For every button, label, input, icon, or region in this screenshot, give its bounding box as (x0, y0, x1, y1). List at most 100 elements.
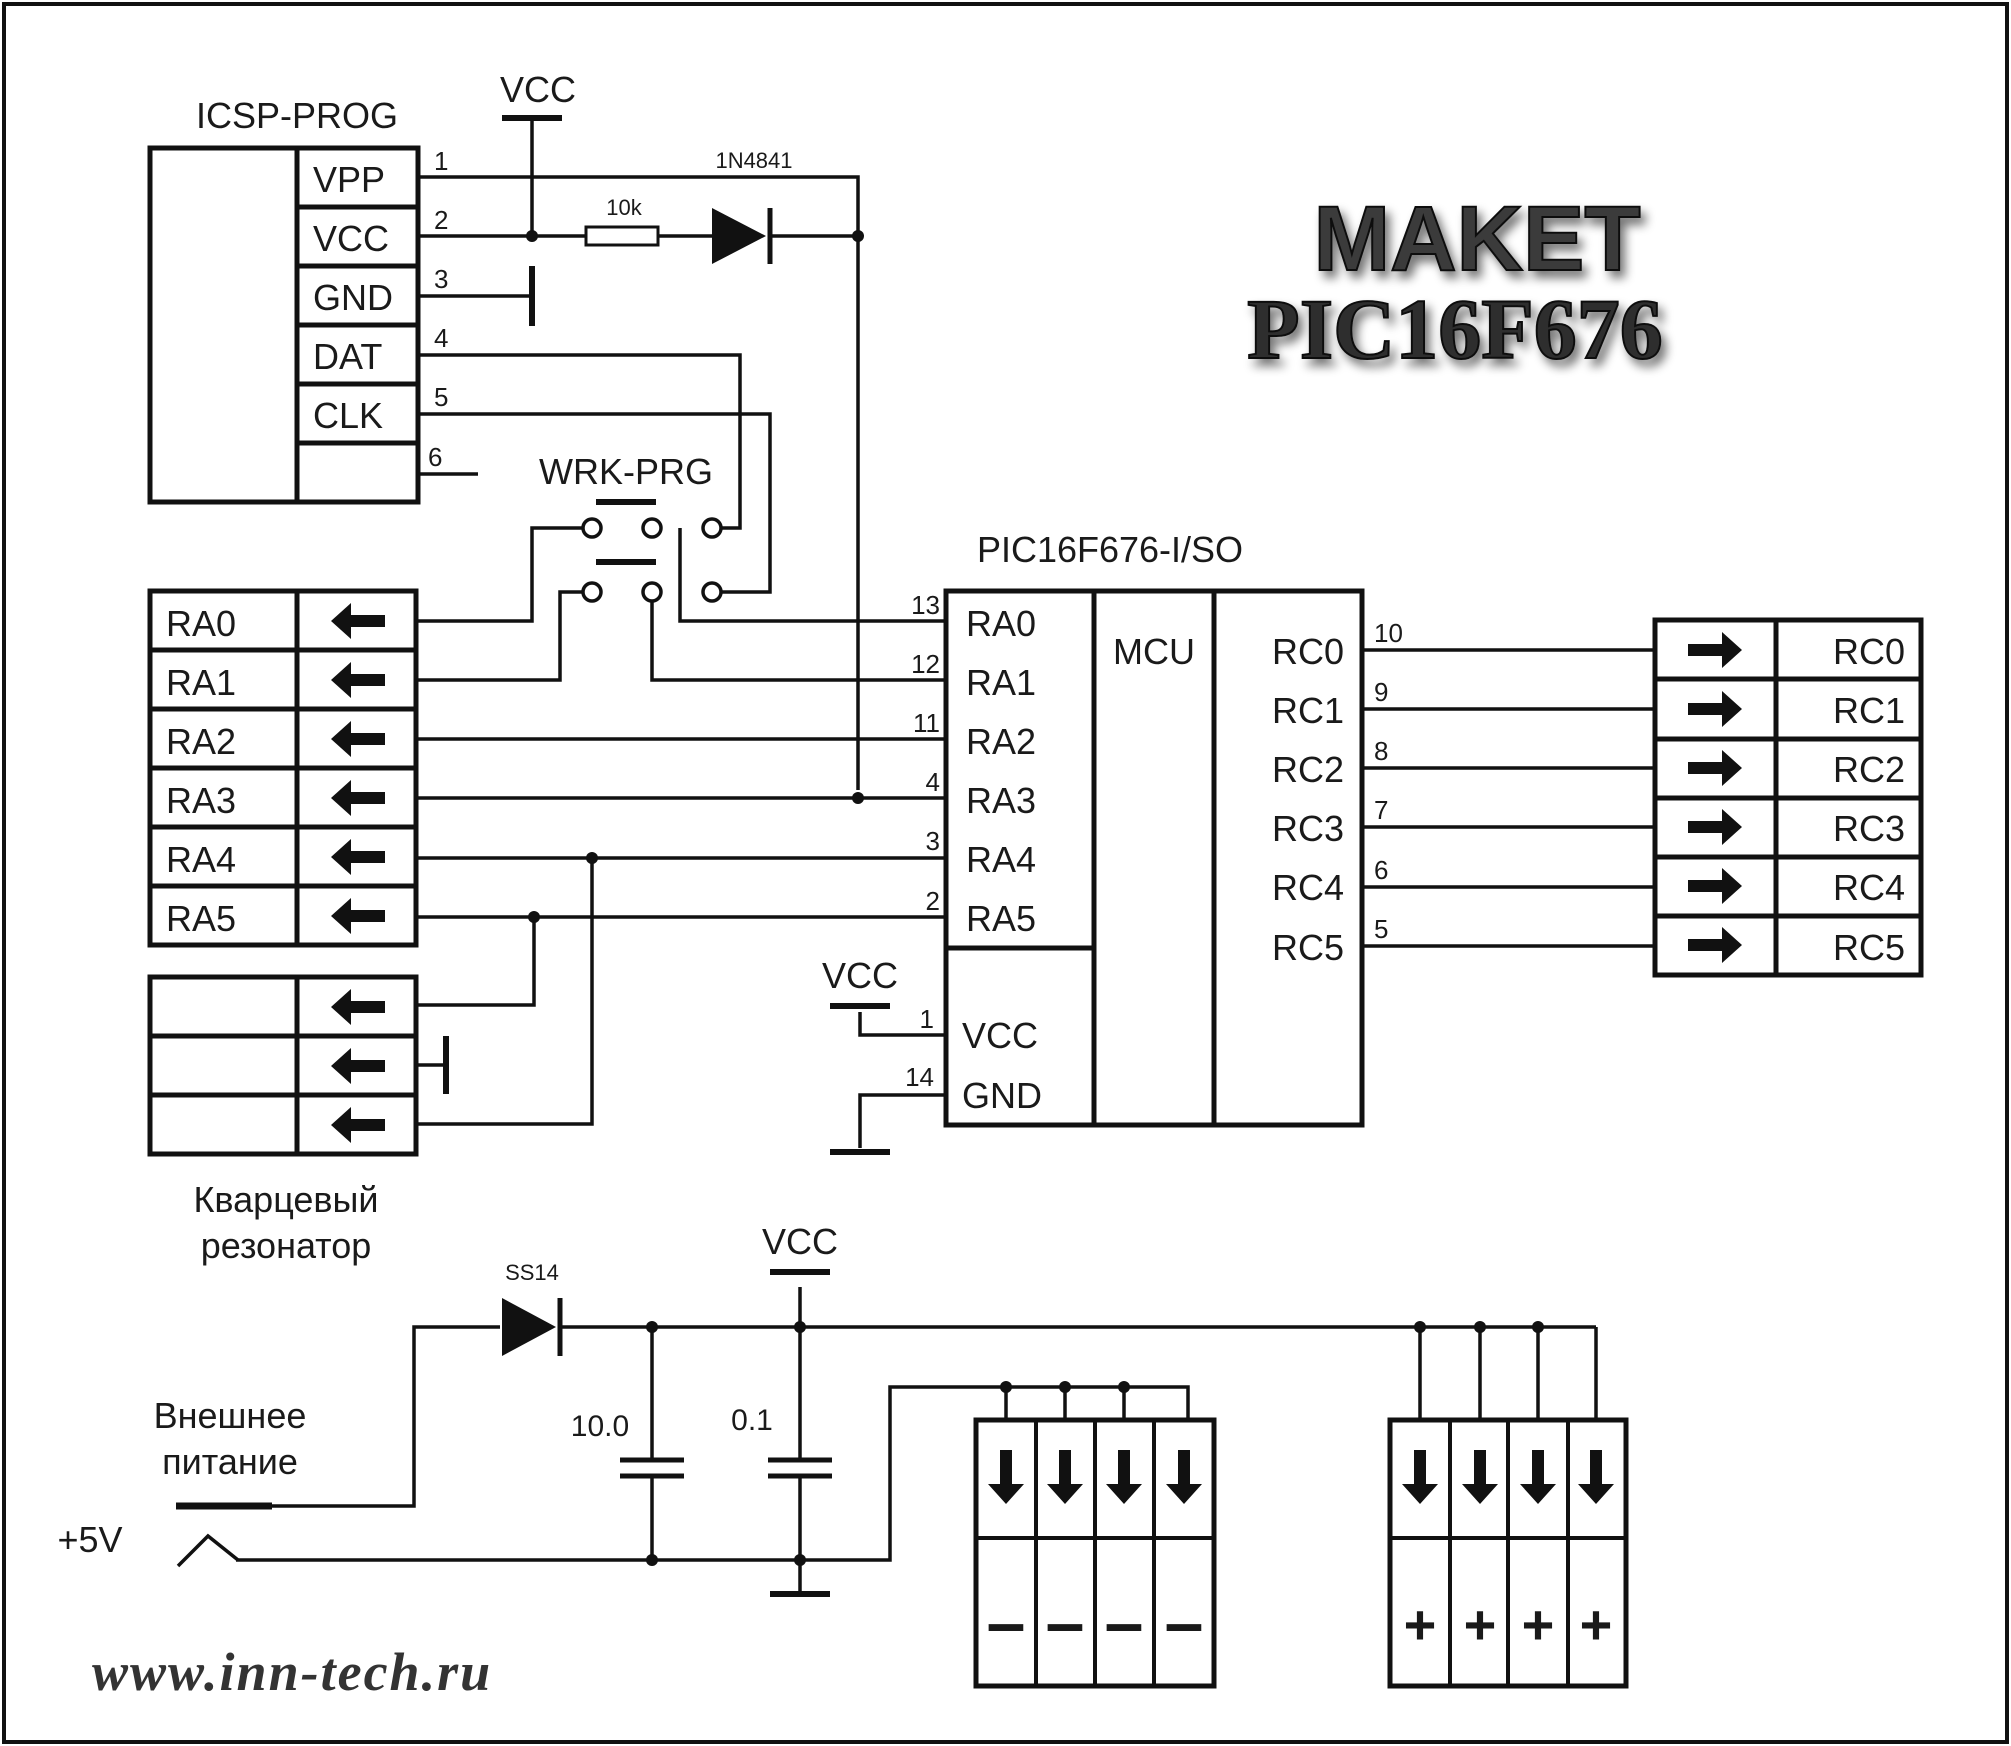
ra-connector: RA0 RA1 RA2 RA3 RA4 RA5 (147, 588, 419, 948)
rc-connector-label: RC0 (1833, 631, 1905, 672)
icsp-pin-label: VPP (313, 159, 385, 200)
junction-dot (794, 1554, 806, 1566)
minus-sign: – (1046, 1583, 1085, 1661)
mcu-ra-label: RA2 (966, 721, 1036, 762)
crystal-label-line1: Кварцевый (193, 1179, 378, 1220)
arrow-right-icon (1688, 868, 1742, 904)
wire-switch-mcu-ra1 (650, 592, 946, 682)
plus-sign: + (1464, 1593, 1497, 1656)
pin-number: 14 (905, 1062, 934, 1092)
ext-power-voltage: +5V (57, 1519, 122, 1560)
mcu-rc-label: RC4 (1272, 867, 1344, 908)
rc-connector-label: RC5 (1833, 927, 1905, 968)
wrk-prg-switch (581, 499, 723, 603)
arrow-right-icon (1688, 927, 1742, 963)
vcc-label-top: VCC (500, 69, 576, 110)
junction-dot (1414, 1321, 1426, 1333)
mcu-pin-numbers: 13 12 11 4 3 2 1 14 10 9 8 7 6 5 (905, 590, 1403, 1092)
vcc-label-power: VCC (762, 1221, 838, 1262)
pin-number: 7 (1374, 795, 1388, 825)
arrow-down-icon (1578, 1450, 1614, 1504)
icsp-connector: VPP VCC GND DAT CLK (147, 145, 421, 505)
pin-number: 6 (428, 442, 442, 472)
switch-label: WRK-PRG (539, 451, 713, 492)
plus-rail-block: + + + + (1387, 1417, 1629, 1689)
website-url: www.inn-tech.ru (92, 1642, 492, 1702)
junction-dot (526, 230, 538, 242)
mcu-ra-label: RA4 (966, 839, 1036, 880)
title-block: MAKET PIC16F676 (1246, 187, 1664, 378)
icsp-header: ICSP-PROG (196, 95, 398, 136)
wire-crystal1 (416, 917, 536, 1007)
ra-connector-label: RA2 (166, 721, 236, 762)
pin-number: 6 (1374, 855, 1388, 885)
mcu-rc-label: RC1 (1272, 690, 1344, 731)
pin-number: 1 (920, 1004, 934, 1034)
wire-clk (418, 412, 772, 594)
ra-connector-label: RA5 (166, 898, 236, 939)
junction-dot (1059, 1381, 1071, 1393)
mcu-power-label: GND (962, 1075, 1042, 1116)
arrow-left-icon (331, 721, 385, 757)
rc-connector-label: RC4 (1833, 867, 1905, 908)
wire-switch-mcu-ra0 (678, 528, 946, 623)
icsp-pin-label: GND (313, 277, 393, 318)
wire-gnd-rail (236, 1385, 1190, 1562)
mcu-ra-label: RA1 (966, 662, 1036, 703)
junction-dot (1474, 1321, 1486, 1333)
arrow-left-icon (331, 780, 385, 816)
crystal-label-line2: резонатор (201, 1225, 372, 1266)
rc-connector-label: RC2 (1833, 749, 1905, 790)
junction-dot (852, 792, 864, 804)
arrow-right-icon (1688, 809, 1742, 845)
pin-number: 3 (434, 264, 448, 294)
ra-connector-label: RA0 (166, 603, 236, 644)
pin-number: 4 (434, 323, 448, 353)
mcu-rc-label: RC2 (1272, 749, 1344, 790)
arrow-left-icon (331, 1048, 385, 1084)
wire-ext-plus (272, 1325, 500, 1508)
plus-sign: + (1522, 1593, 1555, 1656)
mcu-core-label: MCU (1113, 631, 1195, 672)
pin-number: 2 (926, 886, 940, 916)
junction-dot (1000, 1381, 1012, 1393)
wires (236, 117, 1655, 1592)
junction-dot (646, 1554, 658, 1566)
vcc-label-mcu: VCC (822, 955, 898, 996)
rc-connector: RC0 RC1 RC2 RC3 RC4 RC5 (1652, 617, 1924, 978)
pin-number: 10 (1374, 618, 1403, 648)
capacitor-01-label: 0.1 (731, 1404, 773, 1437)
arrow-down-icon (1106, 1450, 1142, 1504)
junction-dot (1532, 1321, 1544, 1333)
mcu-power-label: VCC (962, 1015, 1038, 1056)
mcu-name: PIC16F676-I/SO (977, 529, 1243, 570)
arrow-left-icon (331, 839, 385, 875)
minus-sign: – (987, 1583, 1026, 1661)
icsp-pin-label: CLK (313, 395, 383, 436)
diode-1n4841 (712, 208, 773, 264)
ext-power-label-line1: Внешнее (154, 1395, 307, 1436)
plus-sign: + (1404, 1593, 1437, 1656)
wire-crystal3 (416, 858, 594, 1126)
mcu-rc-label: RC5 (1272, 927, 1344, 968)
power-symbols (443, 115, 890, 1597)
junction-dots (526, 230, 1544, 1566)
junction-dot (528, 911, 540, 923)
mcu-rc-label: RC0 (1272, 631, 1344, 672)
mcu-ra-label: RA3 (966, 780, 1036, 821)
wire-vpp (418, 175, 860, 790)
mcu-chip: MCU RA0 RA1 RA2 RA3 RA4 RA5 VCC GND RC0 … (943, 588, 1365, 1128)
pin-number: 4 (926, 767, 940, 797)
pin-number: 5 (434, 382, 448, 412)
arrow-down-icon (1402, 1450, 1438, 1504)
ra-connector-label: RA4 (166, 839, 236, 880)
mcu-ra-label: RA0 (966, 603, 1036, 644)
wire-ra0-switch (416, 526, 584, 623)
wire-mcu-vcc (858, 1012, 946, 1037)
rc-connector-label: RC1 (1833, 690, 1905, 731)
arrow-right-icon (1688, 691, 1742, 727)
pin-number: 8 (1374, 736, 1388, 766)
arrow-left-icon (331, 989, 385, 1025)
capacitor-10-label: 10.0 (571, 1410, 629, 1443)
icsp-pin-numbers: 1 2 3 4 5 6 (428, 146, 448, 472)
